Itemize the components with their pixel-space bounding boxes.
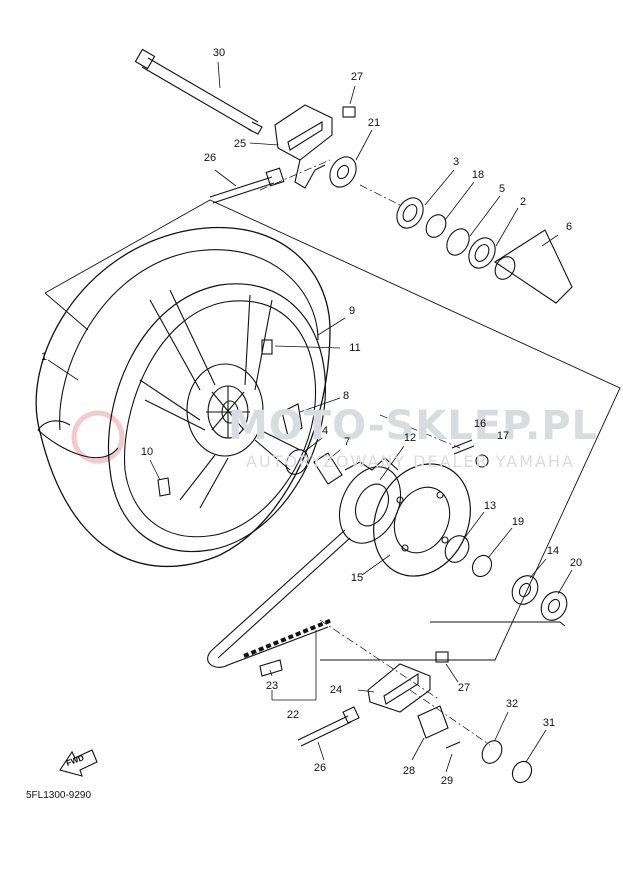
diagram-code: 5FL1300-9290 [26, 790, 92, 801]
bearing-stack [396, 197, 573, 304]
part-label-7: 7 [343, 436, 351, 448]
part-label-19: 19 [511, 516, 525, 528]
part-label-28: 28 [402, 765, 416, 777]
part-label-17: 17 [496, 430, 510, 442]
rear-wheel-part-1 [35, 226, 331, 567]
part-label-8: 8 [342, 390, 350, 402]
part-label-3: 3 [452, 156, 460, 168]
part-label-5: 5 [498, 183, 506, 195]
part-label-1: 1 [40, 351, 48, 363]
collar-part-20 [540, 591, 568, 621]
part-label-26-bottom: 26 [313, 762, 327, 774]
spacer-part-19 [471, 554, 493, 578]
washer-part-21 [329, 156, 357, 188]
part-label-16: 16 [473, 418, 487, 430]
part-label-15: 15 [350, 572, 364, 584]
stud-part-16 [451, 439, 475, 455]
part-label-27-top: 27 [350, 71, 364, 83]
part-label-30: 30 [212, 47, 226, 59]
part-label-13: 13 [483, 500, 497, 512]
plate-part-28 [417, 705, 449, 739]
valve-part-10 [157, 477, 171, 497]
nut-part-31 [511, 760, 533, 784]
part-label-29: 29 [440, 775, 454, 787]
watermark-main: MOTO-SKLEP.PL [228, 403, 599, 449]
part-label-31: 31 [542, 717, 556, 729]
part-label-32: 32 [505, 698, 519, 710]
part-label-23: 23 [265, 680, 279, 692]
clutch-hub-part-12 [338, 457, 402, 544]
chain-adjuster-part-24 [367, 663, 431, 713]
part-label-9: 9 [348, 305, 356, 317]
chain-joint-part-23 [259, 659, 283, 677]
drive-chain-part-22 [207, 529, 351, 668]
part-label-2: 2 [519, 196, 527, 208]
screw-part-29 [445, 741, 461, 749]
part-label-22: 22 [286, 709, 300, 721]
part-label-25: 25 [233, 138, 247, 150]
part-label-14: 14 [546, 545, 560, 557]
seal-part-14 [511, 575, 539, 605]
part-label-27-bottom: 27 [457, 682, 471, 694]
nut-part-27-bottom [435, 651, 449, 663]
part-label-26-top: 26 [203, 152, 217, 164]
bolt-part-26-top [209, 167, 285, 204]
washer-part-32 [481, 740, 503, 764]
part-label-21: 21 [367, 117, 381, 129]
part-label-24: 24 [329, 684, 343, 696]
balance-weight-part-8 [281, 403, 303, 437]
chain-adjuster-part-25 [274, 104, 333, 189]
part-label-6: 6 [565, 221, 573, 233]
axle-part-30 [134, 48, 263, 135]
nut-part-17 [475, 454, 489, 468]
bearing-part-4 [285, 449, 309, 475]
part-label-18: 18 [471, 169, 485, 181]
bearing-part-13 [444, 535, 470, 563]
part-label-10: 10 [140, 446, 154, 458]
bolt-part-26-bottom [297, 706, 360, 747]
part-label-20: 20 [569, 557, 583, 569]
part-label-12: 12 [403, 432, 417, 444]
watermark-sub: AUTORYZOWANY DEALER YAMAHA [246, 452, 575, 471]
part-label-4: 4 [321, 425, 329, 437]
valve-part-11 [261, 339, 273, 355]
spacer-part-7 [313, 452, 343, 485]
forward-arrow-icon [59, 749, 98, 777]
watermark-logo [71, 410, 125, 464]
nut-part-27-top [342, 106, 356, 118]
part-label-11: 11 [349, 342, 361, 354]
